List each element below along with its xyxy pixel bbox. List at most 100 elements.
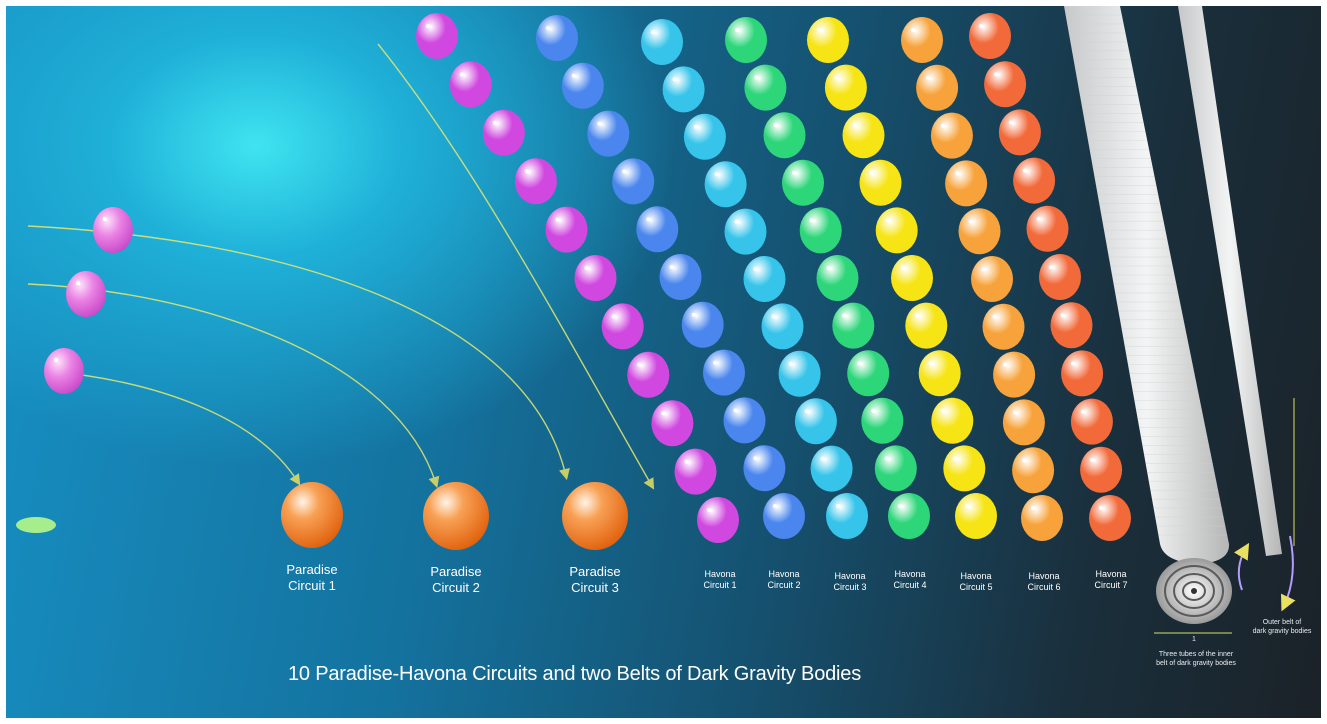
havona-orb-circuit-1 bbox=[449, 61, 492, 108]
orb-highlight bbox=[1071, 361, 1076, 366]
orb-highlight bbox=[771, 314, 776, 319]
orb-highlight bbox=[684, 459, 689, 464]
havona-orb-circuit-5 bbox=[931, 397, 974, 444]
orb-highlight bbox=[714, 172, 719, 177]
orb-highlight bbox=[1060, 313, 1065, 318]
orb-highlight bbox=[637, 362, 642, 367]
pink-orb bbox=[66, 271, 106, 317]
havona-orb-circuit-1 bbox=[651, 400, 694, 447]
orb-highlight bbox=[1003, 362, 1008, 367]
havona-orb-circuit-5 bbox=[943, 445, 986, 492]
orbit-arrows bbox=[27, 43, 655, 490]
flow-arrow-down-icon bbox=[1280, 535, 1296, 612]
orb-highlight bbox=[524, 169, 529, 174]
orb-highlight bbox=[459, 72, 464, 77]
orb-highlight bbox=[733, 408, 738, 413]
orb-highlight bbox=[753, 456, 758, 461]
havona-orb-circuit-2 bbox=[659, 254, 702, 300]
havona-orb-circuit-5 bbox=[905, 302, 948, 349]
orb-highlight bbox=[809, 218, 814, 223]
flow-arrow-up-icon bbox=[1233, 542, 1250, 591]
arrow-paradise-3 bbox=[27, 225, 570, 481]
orb-highlight bbox=[968, 219, 973, 224]
orb-highlight bbox=[492, 120, 497, 125]
orb-highlight bbox=[965, 504, 969, 508]
orb-highlight bbox=[646, 217, 651, 222]
orb-highlight bbox=[869, 170, 874, 175]
havona-orb-circuit-1 bbox=[697, 497, 739, 543]
pink-orb bbox=[93, 207, 133, 253]
havona-orb-circuit-6 bbox=[945, 160, 988, 207]
inner-belt-tube bbox=[1064, 6, 1230, 564]
orbiting-bodies bbox=[16, 207, 133, 533]
orb-highlight bbox=[826, 266, 831, 270]
diagram-title: 10 Paradise-Havona Circuits and two Belt… bbox=[288, 663, 862, 685]
havona-orb-circuit-2 bbox=[681, 301, 724, 348]
orb-highlight bbox=[1080, 409, 1085, 414]
havona-orb-circuit-4 bbox=[832, 302, 875, 349]
havona-orb-circuit-3 bbox=[641, 19, 683, 65]
havona-orb-circuit-6 bbox=[1021, 495, 1063, 541]
havona-orb-circuit-5 bbox=[891, 255, 933, 301]
havona-orb-circuit-2 bbox=[587, 110, 630, 157]
orb-highlight bbox=[1049, 265, 1053, 269]
orb-highlight bbox=[842, 313, 847, 318]
havona-orbs bbox=[416, 13, 1131, 543]
havona-orb-circuit-7 bbox=[1080, 446, 1123, 493]
orb-highlight bbox=[707, 508, 711, 512]
havona-orb-circuit-5 bbox=[918, 350, 961, 397]
outer-belt-strip bbox=[1178, 6, 1282, 556]
havona-orb-circuit-4 bbox=[744, 64, 787, 111]
havona-orb-circuit-3 bbox=[683, 113, 726, 160]
orb-highlight bbox=[773, 123, 778, 128]
orb-highlight bbox=[820, 456, 825, 461]
orb-highlight bbox=[693, 124, 698, 129]
green-disc bbox=[16, 517, 56, 533]
orb-highlight bbox=[773, 504, 777, 508]
arrow-paradise-1 bbox=[47, 370, 301, 486]
orb-highlight bbox=[713, 360, 717, 365]
havona-orb-circuit-6 bbox=[1012, 447, 1055, 494]
havona-orb-circuit-6 bbox=[930, 112, 973, 159]
orb-highlight bbox=[804, 409, 809, 414]
havona-orb-circuit-2 bbox=[612, 158, 655, 205]
havona-orb-circuit-6 bbox=[901, 17, 943, 63]
havona-orb-circuit-6 bbox=[958, 208, 1001, 255]
havona-orb-circuit-3 bbox=[662, 66, 705, 113]
havona-orb-circuit-1 bbox=[627, 351, 670, 398]
havona-orb-circuit-1 bbox=[514, 158, 557, 205]
havona-orb-circuit-6 bbox=[971, 256, 1013, 302]
orb-highlight bbox=[852, 123, 857, 128]
orb-highlight bbox=[915, 313, 920, 318]
orb-highlight bbox=[898, 504, 902, 508]
havona-orb-circuit-5 bbox=[842, 112, 885, 159]
orb-highlight bbox=[901, 266, 905, 270]
inner-belt-marker: 1 bbox=[1192, 636, 1196, 643]
havona-orb-circuit-7 bbox=[1013, 157, 1056, 204]
havona-orb-circuit-2 bbox=[763, 493, 805, 539]
paradise-orb-3 bbox=[562, 482, 628, 550]
orb-highlight bbox=[884, 456, 889, 461]
havona-orb-circuit-4 bbox=[782, 159, 824, 206]
havona-orb-circuit-7 bbox=[1039, 254, 1081, 300]
havona-orb-circuit-1 bbox=[601, 303, 644, 350]
inner-belt bbox=[1064, 6, 1232, 634]
orb-highlight bbox=[992, 314, 997, 319]
havona-orb-circuit-4 bbox=[725, 17, 767, 63]
orb-highlight bbox=[1022, 458, 1027, 463]
havona-orb-circuit-3 bbox=[743, 256, 786, 302]
havona-orb-circuit-4 bbox=[874, 445, 917, 492]
havona-orb-circuit-7 bbox=[998, 109, 1041, 156]
orb-highlight bbox=[1012, 410, 1017, 415]
orb-highlight bbox=[1008, 120, 1013, 125]
orb-highlight bbox=[1036, 216, 1041, 221]
orb-highlight bbox=[754, 75, 759, 80]
havona-orb-circuit-5 bbox=[875, 207, 918, 254]
havona-orb-circuit-2 bbox=[561, 62, 604, 109]
orb-highlight bbox=[911, 28, 915, 32]
